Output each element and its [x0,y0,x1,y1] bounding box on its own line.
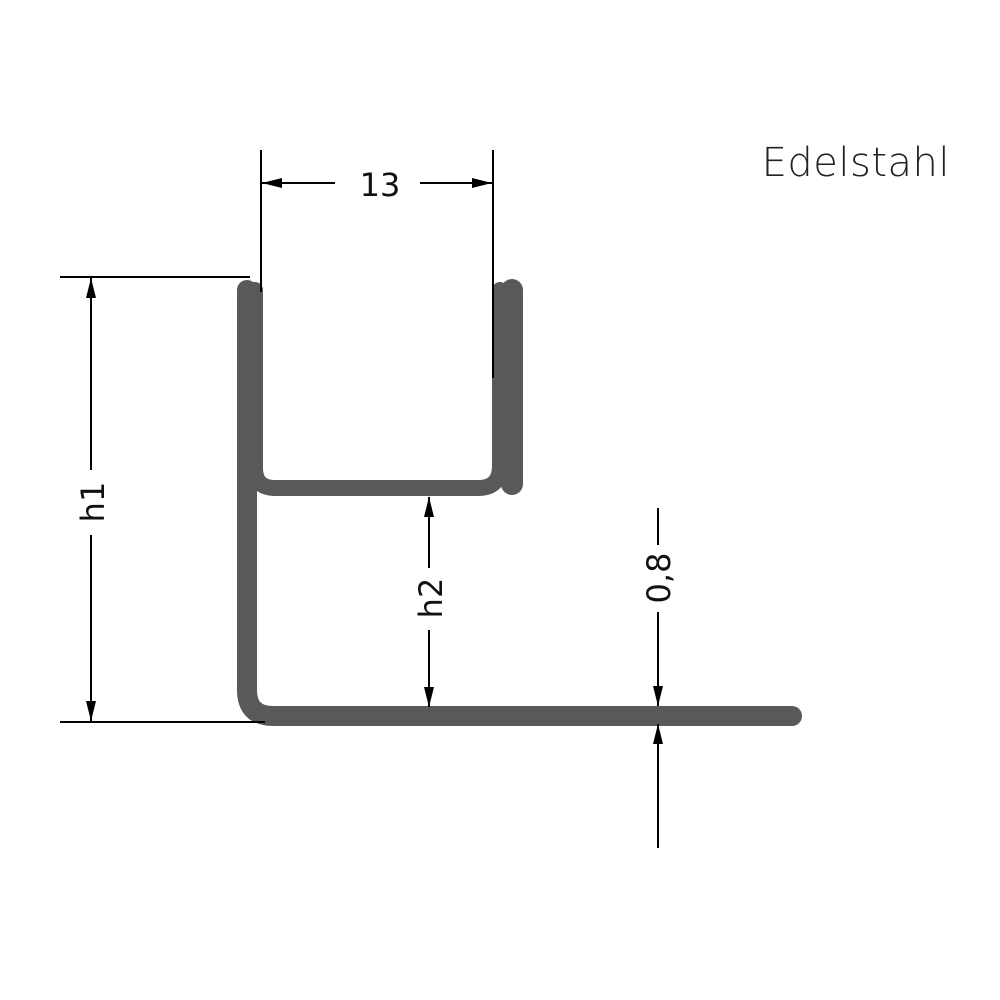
material-label: Edelstahl [761,140,950,186]
h1-dimension-label: h1 [74,482,112,523]
dimension-h1 [60,276,265,723]
profile-base-flange [237,280,802,726]
thickness-dimension-label: 0,8 [640,553,678,604]
profile-u-channel [247,282,508,496]
width-dimension-label: 13 [360,166,401,204]
dimension-width [260,150,494,378]
profile-section [237,279,802,726]
h2-dimension-label: h2 [412,578,450,619]
